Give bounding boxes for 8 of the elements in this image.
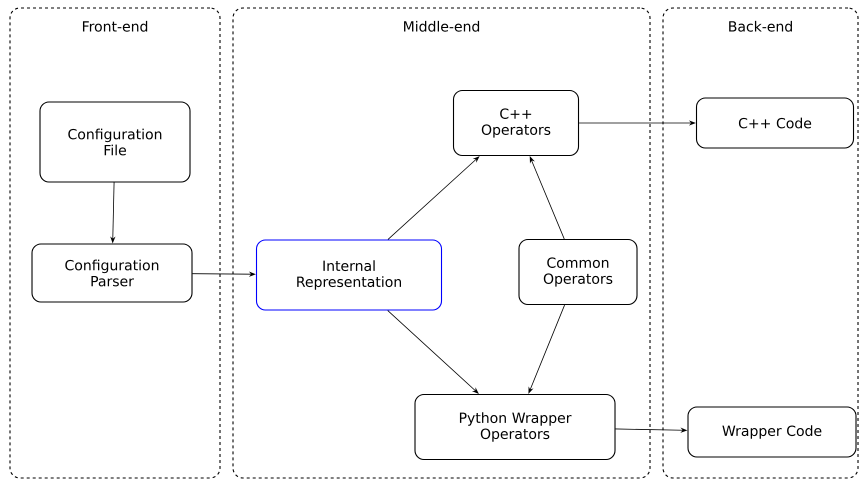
process-box: Configuration Parser (31, 243, 193, 303)
process-box: Internal Representation (256, 239, 442, 311)
process-box: Common Operators (518, 238, 638, 306)
process-box: Python Wrapper Operators (414, 394, 616, 460)
process-box: C++ Operators (452, 90, 580, 156)
process-box: Wrapper Code (687, 406, 857, 458)
process-box: C++ Code (696, 97, 854, 149)
process-box: Configuration File (39, 101, 191, 183)
